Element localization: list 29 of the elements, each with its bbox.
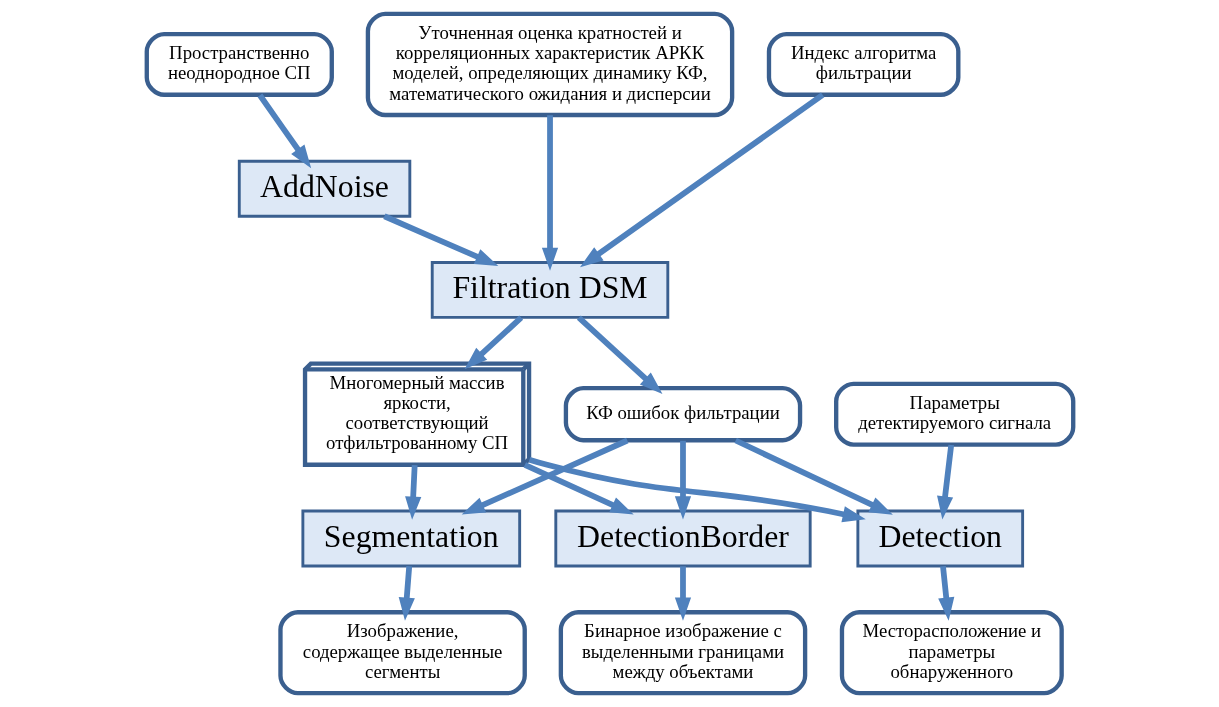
arrow xyxy=(461,437,628,515)
arrow xyxy=(674,440,691,520)
node-box: Segmentation xyxy=(300,509,521,568)
arrow xyxy=(733,437,893,515)
arrow xyxy=(257,93,311,169)
arrow xyxy=(464,315,523,370)
arrow xyxy=(937,566,954,621)
node-box: КФ ошибок фильтрации xyxy=(563,386,802,443)
arrow xyxy=(936,444,954,520)
node-box: Индекс алгоритма фильтрации xyxy=(766,31,960,97)
node-box: Месторасположение и параметры обнаруженного xyxy=(839,610,1064,696)
arrow xyxy=(404,464,421,520)
node-box: Изображение, содержащее выделенные сегменты xyxy=(277,610,527,696)
node-box: Параметры детектируемого сигнала xyxy=(833,381,1075,447)
arrow xyxy=(576,315,662,394)
node-box: Бинарное изображение с выделенными границами между объектами xyxy=(558,610,807,696)
arrow xyxy=(541,115,558,271)
arrow xyxy=(523,462,634,515)
node-box: DetectionBorder xyxy=(553,509,812,568)
arrow xyxy=(579,92,824,268)
node-box: AddNoise xyxy=(237,159,411,218)
node-box: Пространственно неоднородное СП xyxy=(144,31,334,97)
arrow xyxy=(382,213,498,266)
arrow xyxy=(528,456,866,523)
arrow xyxy=(674,566,691,621)
arrow xyxy=(398,566,415,621)
node-box: Filtration DSM xyxy=(430,261,669,319)
node-box: Уточненная оценка кратностей и корреляционных характеристик АРКК моделей, определяющих динамику КФ, математического ожидания и дисперсии xyxy=(365,11,734,118)
node-box: Detection xyxy=(855,509,1024,568)
